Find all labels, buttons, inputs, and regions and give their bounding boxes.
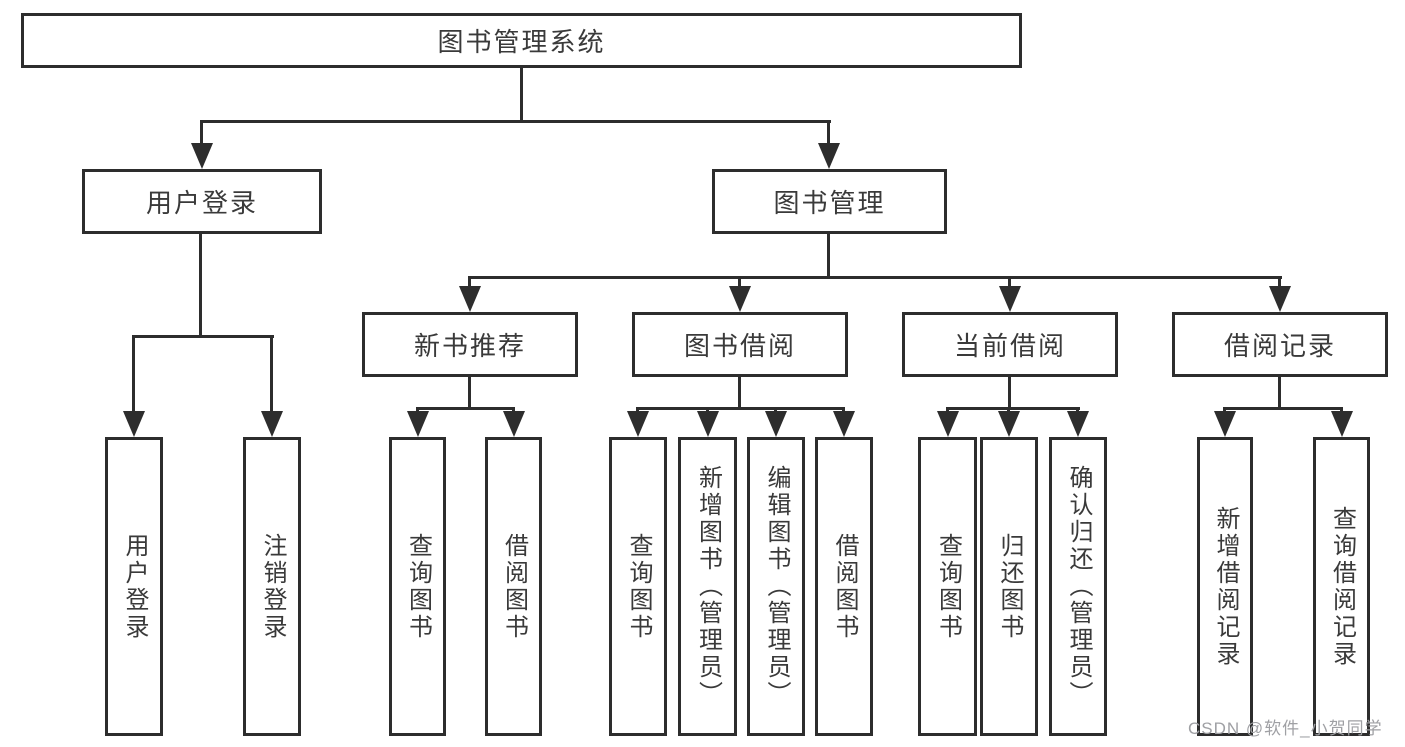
connector-line <box>520 68 523 120</box>
node-bb-borrow-label: 借阅图书 <box>831 532 858 641</box>
node-logout: 注销登录 <box>243 437 301 736</box>
node-bb-query-label: 查询图书 <box>625 532 652 641</box>
arrow-down-icon <box>729 286 751 312</box>
connector-line <box>468 377 471 409</box>
connector-line <box>1223 407 1226 413</box>
connector-line <box>946 407 949 413</box>
node-current-borrow: 当前借阅 <box>902 312 1118 377</box>
node-book-borrow: 图书借阅 <box>632 312 848 377</box>
arrow-down-icon <box>999 286 1021 312</box>
node-br-query: 查询借阅记录 <box>1313 437 1370 736</box>
connector-line <box>199 234 202 335</box>
arrow-down-icon <box>627 411 649 437</box>
connector-line <box>946 407 1080 410</box>
arrow-down-icon <box>765 411 787 437</box>
connector-line <box>1223 407 1343 410</box>
node-bb-add: 新增图书（管理员） <box>678 437 737 736</box>
connector-line <box>1278 377 1281 409</box>
node-borrow-records: 借阅记录 <box>1172 312 1388 377</box>
connector-line <box>1076 407 1079 413</box>
node-borrow-records-label: 借阅记录 <box>1223 331 1336 361</box>
node-login: 用户登录 <box>105 437 163 736</box>
node-br-add-label: 新增借阅记录 <box>1212 505 1239 668</box>
node-user-login-label: 用户登录 <box>145 188 258 218</box>
connector-line <box>774 407 777 413</box>
arrow-down-icon <box>937 411 959 437</box>
connector-line <box>416 407 419 413</box>
node-current-borrow-label: 当前借阅 <box>953 331 1066 361</box>
node-logout-label: 注销登录 <box>259 532 286 641</box>
connector-line <box>200 120 831 123</box>
node-nb-borrow-label: 借阅图书 <box>500 532 528 641</box>
node-login-label: 用户登录 <box>121 532 148 641</box>
connector-line <box>132 335 135 413</box>
node-nb-query: 查询图书 <box>389 437 446 736</box>
connector-line <box>738 276 741 288</box>
connector-line <box>416 407 515 410</box>
arrow-down-icon <box>1214 411 1236 437</box>
arrow-down-icon <box>818 143 840 169</box>
node-br-add: 新增借阅记录 <box>1197 437 1253 736</box>
arrow-down-icon <box>998 411 1020 437</box>
node-new-books: 新书推荐 <box>362 312 578 377</box>
connector-line <box>512 407 515 413</box>
connector-line <box>200 120 203 145</box>
node-cb-query: 查询图书 <box>918 437 977 736</box>
connector-line <box>1340 407 1343 413</box>
node-system-label: 图书管理系统 <box>437 27 606 57</box>
connector-line <box>636 407 639 413</box>
arrow-down-icon <box>459 286 481 312</box>
watermark: CSDN @软件_小贺同学 <box>1188 719 1383 738</box>
connector-line <box>468 276 471 288</box>
connector-line <box>1007 407 1010 413</box>
node-cb-confirm-label: 确认归还（管理员） <box>1065 465 1092 708</box>
connector-line <box>1278 276 1281 288</box>
connector-line <box>1008 276 1011 288</box>
node-cb-return: 归还图书 <box>980 437 1038 736</box>
node-br-query-label: 查询借阅记录 <box>1328 505 1356 668</box>
connector-line <box>636 407 845 410</box>
connector-line <box>270 335 273 413</box>
node-bb-edit: 编辑图书（管理员） <box>747 437 805 736</box>
connector-line <box>827 120 830 145</box>
arrow-down-icon <box>261 411 283 437</box>
connector-line <box>132 335 274 338</box>
node-book-mgmt: 图书管理 <box>712 169 947 234</box>
connector-line <box>468 276 1282 279</box>
connector-line <box>1008 377 1011 409</box>
node-cb-query-label: 查询图书 <box>934 532 962 641</box>
node-bb-query: 查询图书 <box>609 437 667 736</box>
node-bb-borrow: 借阅图书 <box>815 437 873 736</box>
node-user-login: 用户登录 <box>82 169 322 234</box>
arrow-down-icon <box>1269 286 1291 312</box>
connector-line <box>738 377 741 409</box>
node-book-mgmt-label: 图书管理 <box>773 188 886 218</box>
arrow-down-icon <box>123 411 145 437</box>
node-nb-query-label: 查询图书 <box>404 532 432 641</box>
arrow-down-icon <box>407 411 429 437</box>
node-cb-return-label: 归还图书 <box>996 532 1023 641</box>
node-system: 图书管理系统 <box>21 13 1022 68</box>
arrow-down-icon <box>1331 411 1353 437</box>
node-bb-edit-label: 编辑图书（管理员） <box>763 465 790 708</box>
node-bb-add-label: 新增图书（管理员） <box>694 465 722 708</box>
node-nb-borrow: 借阅图书 <box>485 437 542 736</box>
arrow-down-icon <box>833 411 855 437</box>
node-new-books-label: 新书推荐 <box>413 331 526 361</box>
arrow-down-icon <box>191 143 213 169</box>
connector-line <box>706 407 709 413</box>
connector-line <box>827 234 830 276</box>
arrow-down-icon <box>1067 411 1089 437</box>
node-cb-confirm: 确认归还（管理员） <box>1049 437 1107 736</box>
node-book-borrow-label: 图书借阅 <box>683 331 796 361</box>
connector-line <box>842 407 845 413</box>
arrow-down-icon <box>697 411 719 437</box>
arrow-down-icon <box>503 411 525 437</box>
